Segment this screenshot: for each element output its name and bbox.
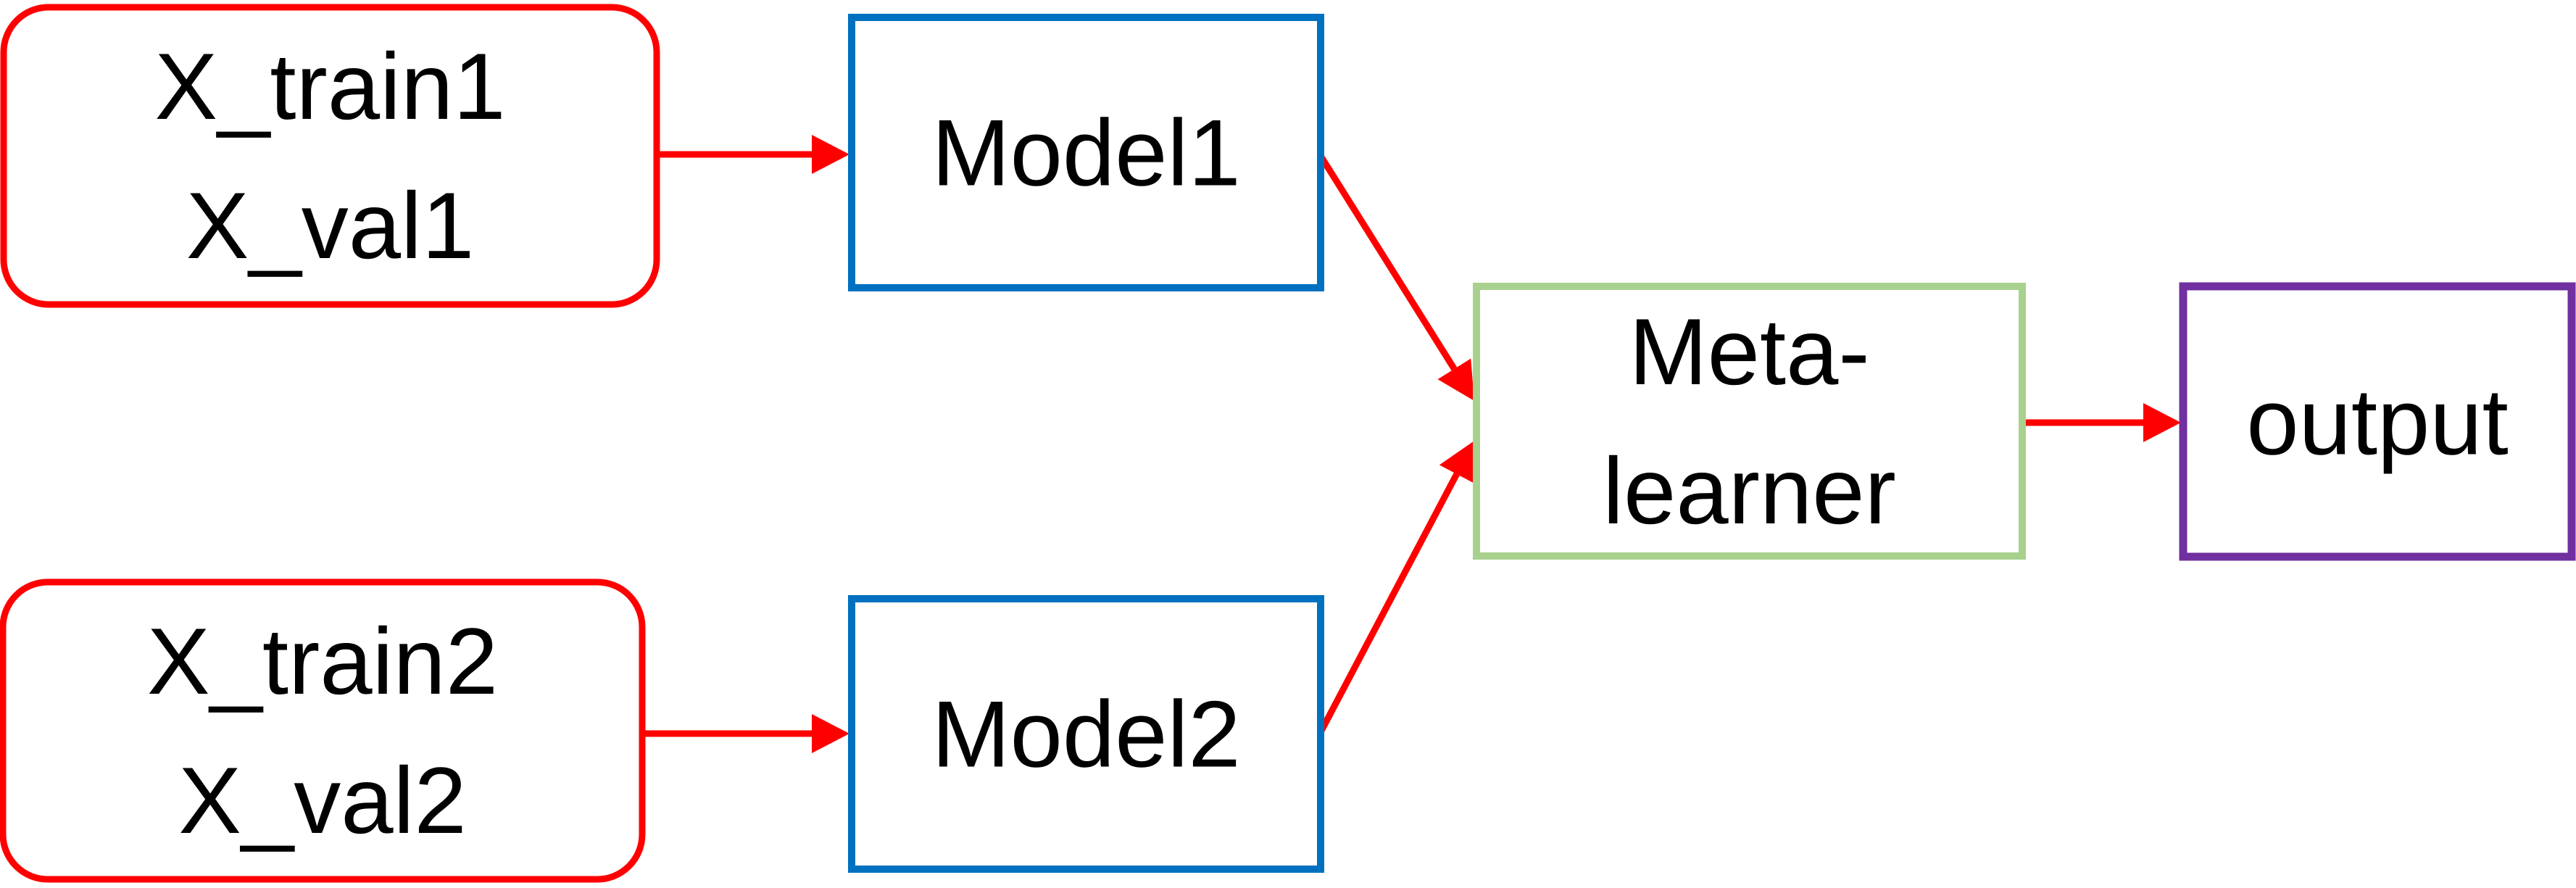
arrow-model1-to-meta	[1318, 154, 1474, 401]
node-model2: Model2	[848, 595, 1324, 873]
arrowhead-icon	[2143, 403, 2181, 442]
node-meta-learner-label: Meta-learner	[1603, 299, 1896, 544]
arrowhead-icon	[812, 135, 849, 174]
node-output-label: output	[2246, 369, 2508, 475]
node-xtrain2-box	[0, 578, 646, 883]
node-model2-box	[848, 595, 1324, 873]
node-model1: Model1	[848, 14, 1324, 291]
arrow-meta-to-output	[2022, 403, 2181, 442]
node-model1-box	[848, 14, 1324, 291]
node-xtrain1-box	[0, 4, 660, 308]
node-meta-learner: Meta-learner	[1473, 283, 2026, 560]
node-model1-label: Model1	[931, 100, 1240, 206]
node-output: output	[2179, 282, 2576, 561]
arrow-shaft	[1318, 154, 1458, 371]
arrow-shaft	[1318, 472, 1460, 734]
arrow-input1-to-model1	[657, 135, 849, 174]
arrow-input2-to-model2	[642, 714, 849, 753]
arrows-layer	[642, 135, 2181, 753]
arrow-model2-to-meta	[1318, 441, 1474, 734]
arrowhead-icon	[1439, 441, 1474, 484]
arrowhead-icon	[812, 714, 849, 753]
node-output-box	[2179, 282, 2576, 561]
arrowhead-icon	[1437, 358, 1474, 401]
node-model2-label: Model2	[931, 681, 1240, 787]
node-meta-learner-box	[1473, 283, 2026, 560]
